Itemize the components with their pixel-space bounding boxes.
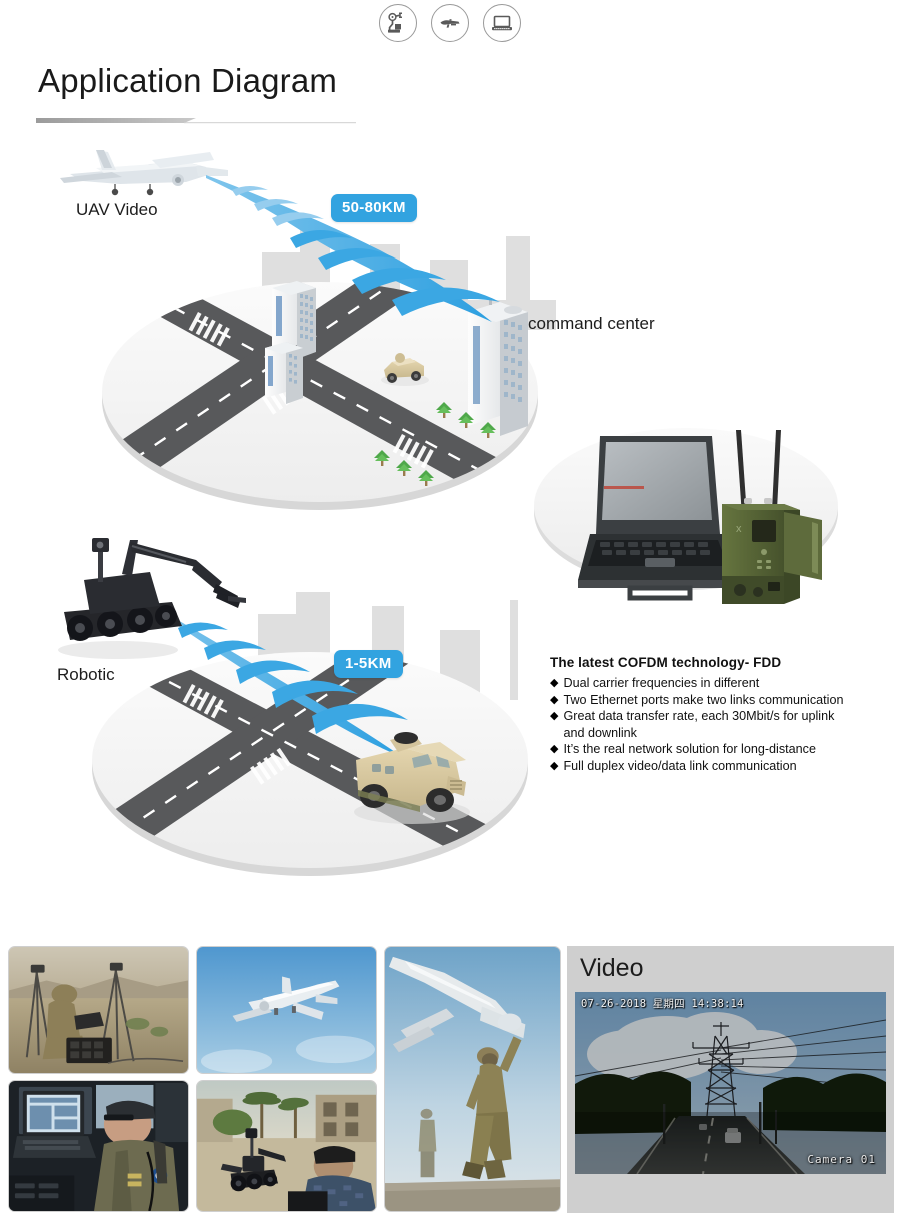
- photo-uav-in-flight-art: [197, 947, 376, 1073]
- video-feed[interactable]: 07-26-2018 星期四 14:38:14 Camera 01: [575, 992, 886, 1174]
- feature-item-continuation: ◆ and downlink: [550, 726, 880, 742]
- palm-trees: [212, 1091, 309, 1139]
- bullet-diamond-icon: ◆: [550, 759, 559, 772]
- feature-item: ◆ Dual carrier frequencies in different: [550, 676, 880, 692]
- building-upper-2: [265, 342, 303, 404]
- armored-truck-lower: [354, 732, 470, 824]
- building-upper-1: [272, 281, 316, 359]
- uav-aircraft: [60, 150, 228, 196]
- top-icon-strip: [0, 4, 900, 42]
- command-center-building: [468, 298, 528, 436]
- photo-police-vehicle-laptop[interactable]: [8, 1080, 189, 1212]
- title-underline: [36, 118, 356, 124]
- svg-text:x: x: [736, 523, 742, 535]
- seated-officer: [301, 1146, 376, 1211]
- badge-range-short: 1-5KM: [334, 650, 403, 678]
- armored-vehicle-upper: [381, 353, 429, 386]
- officer-figure: [94, 1100, 180, 1211]
- vehicle-laptop: [12, 1090, 97, 1158]
- video-feed-frame: [575, 992, 886, 1174]
- badge-range-long: 50-80KM: [331, 194, 417, 222]
- photo-uav-in-flight[interactable]: [196, 946, 377, 1074]
- photo-gallery: [0, 940, 900, 1219]
- bullet-diamond-icon: ◆: [550, 693, 559, 706]
- feature-item: ◆ It’s the real network solution for lon…: [550, 742, 880, 758]
- robot-arm-glyph: [388, 12, 402, 33]
- feature-item-text: Two Ethernet ports make two links commun…: [563, 692, 844, 707]
- photo-police-vehicle-laptop-art: [9, 1081, 188, 1211]
- soldier-figure: [462, 1036, 522, 1180]
- diagram-artwork: x: [58, 150, 838, 876]
- video-panel-title: Video: [580, 954, 644, 982]
- feature-item-text: It’s the real network solution for long-…: [563, 742, 816, 756]
- tree-cluster-upper-bottom: [374, 450, 434, 486]
- label-uav-video: UAV Video: [76, 200, 158, 219]
- video-osd-timestamp: 07-26-2018 星期四 14:38:14: [581, 998, 744, 1010]
- feature-item-text: Full duplex video/data link communicatio…: [563, 758, 797, 773]
- feature-list-heading: The latest COFDM technology- FDD: [550, 655, 782, 670]
- eod-robot: [58, 538, 246, 659]
- robot-arm-icon[interactable]: [379, 4, 417, 42]
- label-command-center: command center: [528, 314, 655, 333]
- page-title: Application Diagram: [38, 62, 338, 99]
- photo-eod-robot-street[interactable]: [196, 1080, 377, 1212]
- feature-item-text: Great data transfer rate, each 30Mbit/s …: [563, 709, 835, 723]
- bullet-diamond-icon: ◆: [550, 677, 559, 689]
- city-disc-upper: [102, 281, 538, 510]
- laptop-glyph: [492, 15, 512, 31]
- background-soldier: [418, 1108, 437, 1178]
- feature-item-text: Dual carrier frequencies in different: [563, 676, 760, 690]
- eod-robot-photo: [220, 1128, 287, 1192]
- bullet-diamond-icon: ◆: [550, 743, 559, 755]
- laptop-icon[interactable]: [483, 4, 521, 42]
- launched-uav: [388, 956, 526, 1053]
- feature-list: The latest COFDM technology- FDD ◆ Dual …: [550, 655, 880, 775]
- feature-item: ◆ Great data transfer rate, each 30Mbit/…: [550, 709, 880, 725]
- transmission-tower: [692, 1022, 750, 1117]
- photo-soldier-field-station[interactable]: [8, 946, 189, 1074]
- photo-soldier-field-station-art: [9, 947, 188, 1073]
- bullet-diamond-icon: ◆: [550, 710, 559, 722]
- video-osd-camera-label: Camera 01: [807, 1153, 876, 1166]
- tree-cluster-upper-right: [436, 402, 496, 438]
- rifle-icon[interactable]: [431, 4, 469, 42]
- photo-uav-hand-launch-art: [385, 947, 560, 1211]
- uav-photo-body: [232, 976, 340, 1022]
- signal-wave-uav: [206, 175, 500, 322]
- feature-item: ◆ Full duplex video/data link communicat…: [550, 759, 880, 775]
- video-panel: Video: [567, 946, 894, 1213]
- military-radio-unit: x: [722, 430, 822, 604]
- signal-wave-robotic: [150, 604, 408, 758]
- photo-eod-robot-street-art: [197, 1081, 376, 1211]
- application-diagram: x: [57, 150, 838, 876]
- feature-item: ◆ Two Ethernet ports make two links comm…: [550, 693, 880, 709]
- photo-uav-hand-launch[interactable]: [384, 946, 561, 1212]
- feature-item-text-continued: and downlink: [563, 725, 637, 740]
- label-robotic: Robotic: [57, 665, 115, 684]
- rugged-laptop: [578, 436, 742, 601]
- rifle-glyph: [440, 19, 460, 28]
- equipment-platform: x: [534, 428, 838, 604]
